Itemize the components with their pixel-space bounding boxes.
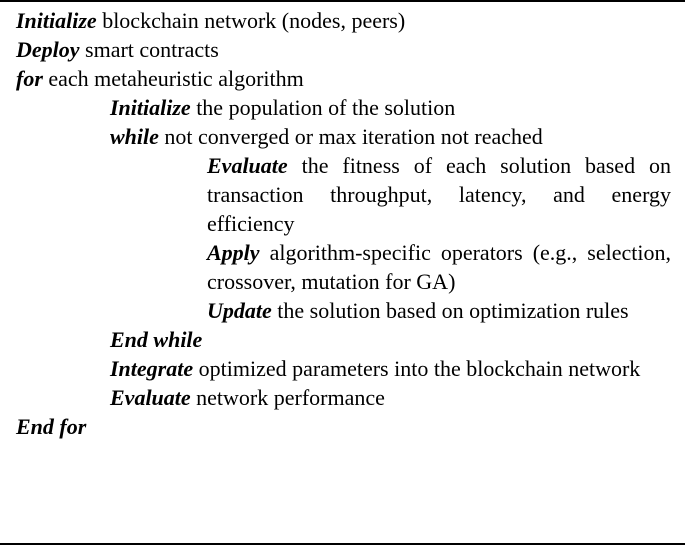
step-end-while: End while	[110, 325, 671, 354]
step-while-loop: while not converged or max iteration not…	[110, 122, 671, 151]
step-text: the population of the solution	[190, 95, 456, 120]
step-keyword: Apply	[207, 240, 260, 265]
step-text: the solution based on optimization rules	[271, 298, 629, 323]
step-text: each metaheuristic algorithm	[42, 66, 304, 91]
step-evaluate-fitness: Evaluate the fitness of each solution ba…	[207, 151, 671, 238]
step-text: optimized parameters into the blockchain…	[193, 356, 641, 381]
step-keyword: while	[110, 124, 159, 149]
bottom-rule	[0, 543, 685, 545]
step-end-for: End for	[16, 412, 671, 441]
step-text: smart contracts	[79, 37, 219, 62]
step-integrate-parameters: Integrate optimized parameters into the …	[110, 354, 671, 383]
step-initialize-population: Initialize the population of the solutio…	[110, 93, 671, 122]
step-deploy-contracts: Deploy smart contracts	[16, 35, 671, 64]
step-keyword: Initialize	[110, 95, 191, 120]
step-keyword: Integrate	[110, 356, 194, 381]
step-text: algorithm-specific operators (e.g., sele…	[207, 240, 671, 294]
step-initialize-network: Initialize blockchain network (nodes, pe…	[16, 6, 671, 35]
step-keyword: Evaluate	[110, 385, 191, 410]
step-text: not converged or max iteration not reach…	[158, 124, 543, 149]
step-keyword: Update	[207, 298, 272, 323]
step-keyword: Deploy	[16, 37, 80, 62]
step-keyword: Initialize	[16, 8, 97, 33]
step-update-solution: Update the solution based on optimizatio…	[207, 296, 671, 325]
step-text: network performance	[190, 385, 385, 410]
step-text: the fitness of each solution based on tr…	[207, 153, 671, 236]
algorithm-block: Initialize blockchain network (nodes, pe…	[0, 6, 685, 441]
step-evaluate-performance: Evaluate network performance	[110, 383, 671, 412]
step-for-loop: for each metaheuristic algorithm	[16, 64, 671, 93]
step-keyword: End for	[16, 414, 87, 439]
step-keyword: for	[16, 66, 43, 91]
step-keyword: End while	[110, 327, 203, 352]
top-rule	[0, 0, 685, 2]
step-keyword: Evaluate	[207, 153, 288, 178]
step-text: blockchain network (nodes, peers)	[96, 8, 406, 33]
step-apply-operators: Apply algorithm-specific operators (e.g.…	[207, 238, 671, 296]
